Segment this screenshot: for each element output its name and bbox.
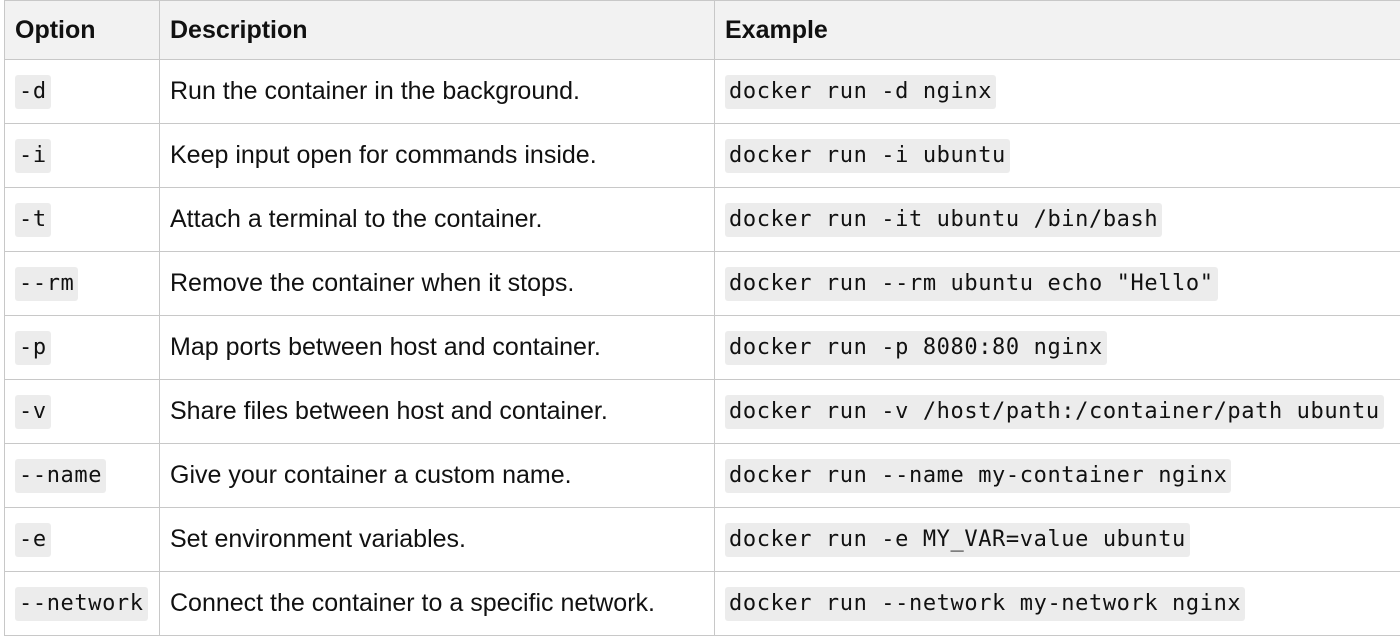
option-cell: --name [5,444,160,508]
option-cell: -p [5,316,160,380]
description-cell: Connect the container to a specific netw… [160,572,715,636]
example-cell: docker run -p 8080:80 nginx [715,316,1400,380]
table-body: -d Run the container in the background. … [5,60,1400,636]
option-code: --name [15,459,106,493]
option-cell: --rm [5,252,160,316]
example-cell: docker run -i ubuntu [715,124,1400,188]
example-cell: docker run -d nginx [715,60,1400,124]
example-code: docker run --rm ubuntu echo "Hello" [725,267,1218,301]
option-code: -t [15,203,51,237]
example-code: docker run -p 8080:80 nginx [725,331,1107,365]
option-code: -v [15,395,51,429]
header-description: Description [160,1,715,60]
example-cell: docker run -e MY_VAR=value ubuntu [715,508,1400,572]
table-row: -i Keep input open for commands inside. … [5,124,1400,188]
example-code: docker run --name my-container nginx [725,459,1231,493]
option-code: -i [15,139,51,173]
table-row: -t Attach a terminal to the container. d… [5,188,1400,252]
table-header: Option Description Example [5,1,1400,60]
description-cell: Map ports between host and container. [160,316,715,380]
example-code: docker run -i ubuntu [725,139,1010,173]
example-code: docker run -v /host/path:/container/path… [725,395,1384,429]
option-code: -d [15,75,51,109]
option-cell: -e [5,508,160,572]
option-cell: -i [5,124,160,188]
header-example: Example [715,1,1400,60]
option-cell: -t [5,188,160,252]
example-code: docker run -it ubuntu /bin/bash [725,203,1162,237]
example-cell: docker run --network my-network nginx [715,572,1400,636]
table-row: -d Run the container in the background. … [5,60,1400,124]
example-code: docker run -e MY_VAR=value ubuntu [725,523,1190,557]
example-cell: docker run --name my-container nginx [715,444,1400,508]
header-option: Option [5,1,160,60]
option-code: -p [15,331,51,365]
description-cell: Run the container in the background. [160,60,715,124]
header-row: Option Description Example [5,1,1400,60]
table-row: --rm Remove the container when it stops.… [5,252,1400,316]
table-row: -e Set environment variables. docker run… [5,508,1400,572]
table-row: -p Map ports between host and container.… [5,316,1400,380]
table-row: --network Connect the container to a spe… [5,572,1400,636]
table-row: -v Share files between host and containe… [5,380,1400,444]
description-cell: Share files between host and container. [160,380,715,444]
description-cell: Set environment variables. [160,508,715,572]
option-cell: --network [5,572,160,636]
example-code: docker run -d nginx [725,75,996,109]
option-cell: -v [5,380,160,444]
option-code: --rm [15,267,78,301]
example-cell: docker run --rm ubuntu echo "Hello" [715,252,1400,316]
example-code: docker run --network my-network nginx [725,587,1245,621]
table-row: --name Give your container a custom name… [5,444,1400,508]
example-cell: docker run -it ubuntu /bin/bash [715,188,1400,252]
description-cell: Give your container a custom name. [160,444,715,508]
description-cell: Attach a terminal to the container. [160,188,715,252]
option-cell: -d [5,60,160,124]
description-cell: Keep input open for commands inside. [160,124,715,188]
description-cell: Remove the container when it stops. [160,252,715,316]
option-code: --network [15,587,148,621]
example-cell: docker run -v /host/path:/container/path… [715,380,1400,444]
options-table: Option Description Example -d Run the co… [4,0,1400,636]
option-code: -e [15,523,51,557]
